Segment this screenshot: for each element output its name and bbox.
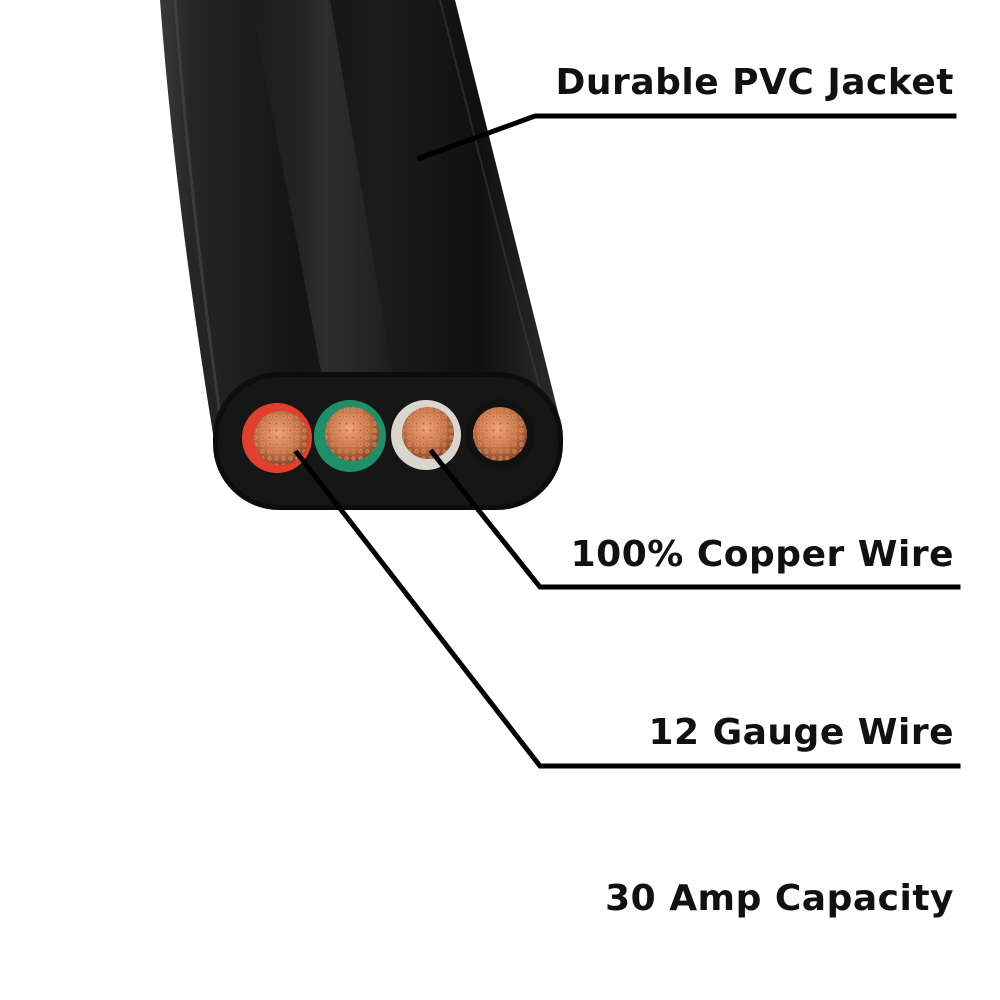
cable-cross-section — [213, 372, 563, 510]
white-conductor — [391, 400, 461, 470]
callout-gauge-wire: 12 Gauge Wire — [648, 712, 954, 753]
leader-lines — [293, 113, 961, 769]
black-conductor — [465, 399, 535, 469]
callout-copper-wire: 100% Copper Wire — [570, 534, 954, 575]
leader-line-copper — [428, 448, 961, 590]
callout-durable-pvc-jacket: Durable PVC Jacket — [555, 62, 954, 103]
red-conductor — [242, 403, 312, 473]
green-conductor — [314, 400, 386, 472]
leader-line-gauge — [293, 449, 961, 769]
leader-line-jacket — [416, 113, 957, 162]
callout-amp-capacity: 30 Amp Capacity — [605, 878, 954, 919]
